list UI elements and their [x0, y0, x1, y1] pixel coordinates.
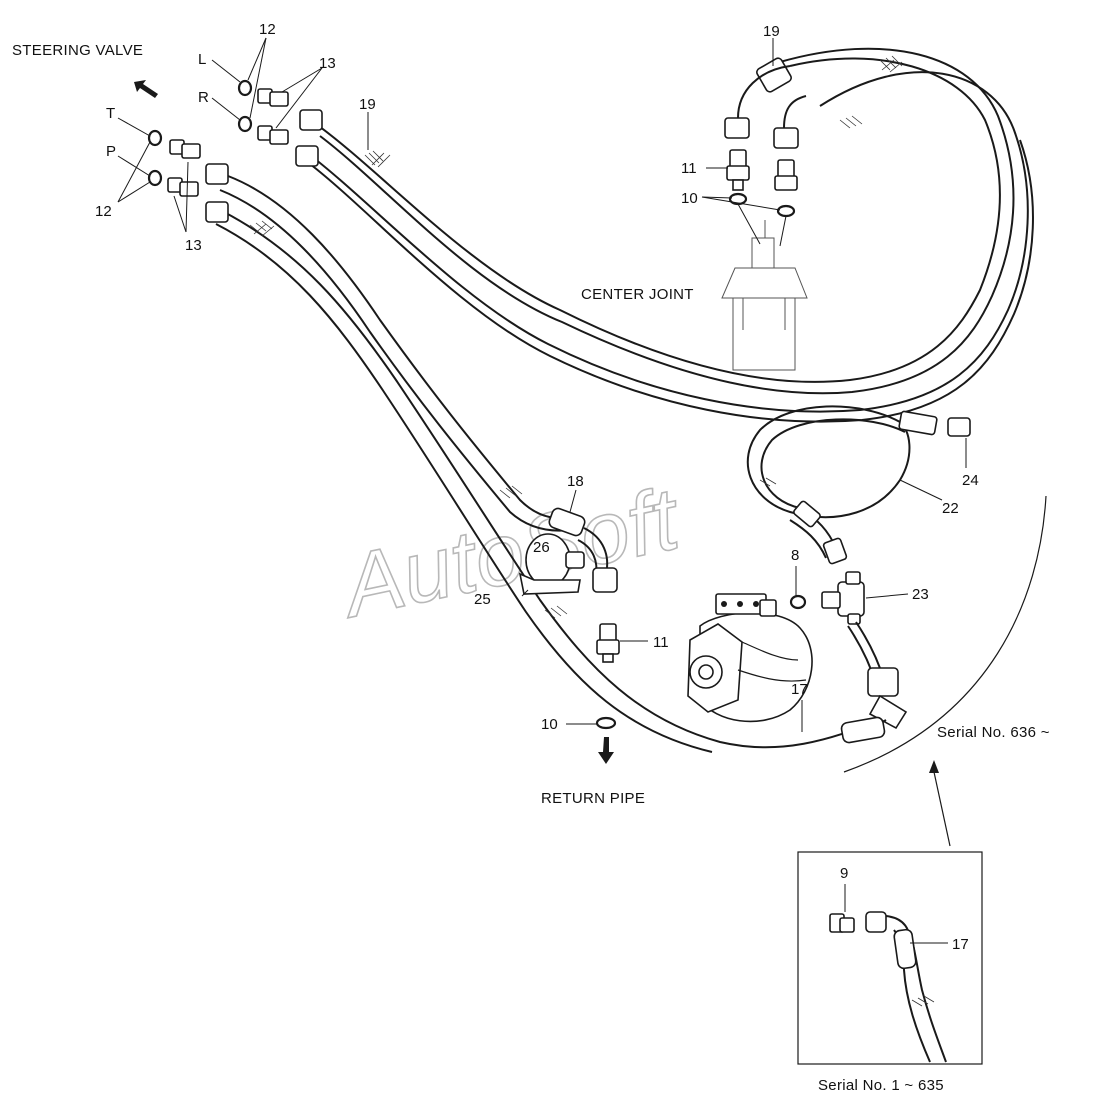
- callout-8: 8: [791, 547, 799, 564]
- callout-9-inset: 9: [840, 865, 848, 882]
- port-letter-t: T: [106, 105, 115, 122]
- return-pipe-caption: RETURN PIPE: [541, 790, 645, 807]
- serial-old-caption: Serial No. 1 ~ 635: [818, 1077, 944, 1094]
- port-letter-r: R: [198, 89, 209, 106]
- callout-18: 18: [567, 473, 584, 490]
- arrow-icon: [134, 80, 158, 98]
- callout-25: 25: [474, 591, 491, 608]
- hose-nut-2: [295, 145, 319, 167]
- o-ring-12-p: [147, 169, 163, 187]
- callout-23: 23: [912, 586, 929, 603]
- return-fittings: [595, 623, 620, 730]
- o-ring-12-r: [237, 115, 253, 133]
- connector-13-t: [169, 139, 201, 159]
- callout-17: 17: [791, 681, 808, 698]
- port-letter-l: L: [198, 51, 206, 68]
- hose-group-19: [305, 47, 1034, 423]
- o-ring-12-l: [237, 79, 253, 97]
- hose-nut-3: [205, 163, 229, 185]
- o-ring-12-t: [147, 129, 163, 147]
- callout-11-top: 11: [681, 160, 697, 177]
- o-ring-10-bottom: [595, 716, 617, 730]
- port-letter-p: P: [106, 143, 116, 160]
- callout-12-bottom: 12: [95, 203, 112, 220]
- hose-nut-1: [299, 109, 323, 131]
- fittings-steering-valve: [147, 79, 323, 223]
- center-joint-caption: CENTER JOINT: [581, 286, 694, 303]
- inset-serial-old: [797, 851, 983, 1065]
- tee-fitting-23: [821, 571, 865, 625]
- callout-12-top: 12: [259, 21, 276, 38]
- callout-13-top: 13: [319, 55, 336, 72]
- serial-pointer-line: [933, 771, 951, 847]
- callout-11-bottom: 11: [653, 634, 669, 651]
- callout-17-inset: 17: [952, 936, 969, 953]
- leader-lines: [117, 37, 967, 944]
- connector-13-p: [167, 177, 199, 197]
- callout-19-top: 19: [763, 23, 780, 40]
- serial-boundary-arc: [843, 495, 1047, 773]
- fittings-18-25-26: [518, 507, 618, 595]
- gear-pump: [687, 593, 813, 723]
- connector-13-r: [257, 125, 289, 145]
- callout-13-bottom: 13: [185, 237, 202, 254]
- o-ring-8: [789, 594, 807, 610]
- callout-22: 22: [942, 500, 959, 517]
- callout-26: 26: [533, 539, 550, 556]
- callout-10-top: 10: [681, 190, 698, 207]
- callout-24: 24: [962, 472, 979, 489]
- steering-valve-caption: STEERING VALVE: [12, 42, 143, 59]
- o-ring-10-b: [776, 204, 796, 218]
- hose-nut-4: [205, 201, 229, 223]
- center-joint: [721, 220, 808, 371]
- fittings-right: [793, 410, 971, 744]
- connector-13-l: [257, 88, 289, 107]
- serial-new-caption: Serial No. 636 ~: [937, 724, 1050, 741]
- callout-19-left: 19: [359, 96, 376, 113]
- watermark: AutoSoft: [330, 468, 689, 637]
- hose-22-loop: [746, 405, 911, 559]
- fittings-center-joint: [724, 57, 807, 218]
- arrow-icon: [598, 737, 614, 764]
- callout-10-bottom: 10: [541, 716, 558, 733]
